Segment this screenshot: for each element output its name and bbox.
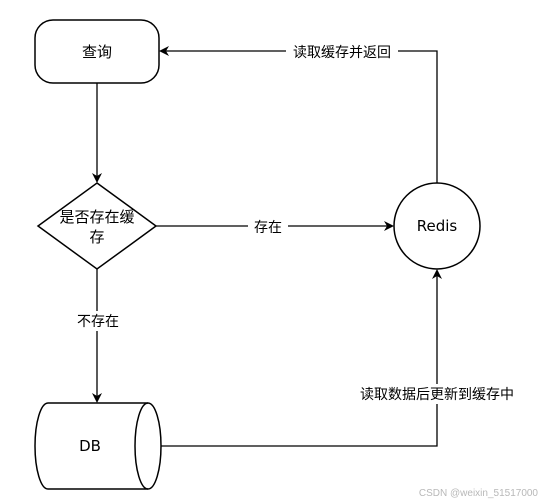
cache-exists-decision: 是否存在缓 存 bbox=[36, 182, 158, 270]
edge-label-bg bbox=[248, 216, 288, 236]
edge-label-read-cache-return: 读取缓存并返回 bbox=[293, 44, 391, 61]
redis-label: Redis bbox=[417, 217, 458, 235]
decision-label-line1: 是否存在缓 bbox=[59, 208, 134, 226]
db-label: DB bbox=[79, 437, 101, 455]
edge-redis-to-query bbox=[159, 46, 438, 183]
decision-label-line2: 存 bbox=[89, 228, 104, 246]
edge-label-bg bbox=[70, 311, 126, 331]
edge-label-bg bbox=[286, 42, 398, 62]
edge-db-to-redis bbox=[161, 269, 442, 447]
query-label: 查询 bbox=[82, 43, 112, 61]
watermark: CSDN @weixin_51517000 bbox=[419, 488, 539, 499]
edge-label-read-data-update-cache: 读取数据后更新到缓存中 bbox=[360, 386, 514, 403]
edge-label-bg bbox=[346, 384, 528, 404]
query-node: 查询 bbox=[34, 19, 160, 84]
edge-label-not-exists: 不存在 bbox=[77, 314, 119, 330]
edge-label-exists: 存在 bbox=[254, 220, 282, 236]
db-node: DB bbox=[34, 402, 162, 490]
redis-node: Redis bbox=[393, 182, 481, 270]
